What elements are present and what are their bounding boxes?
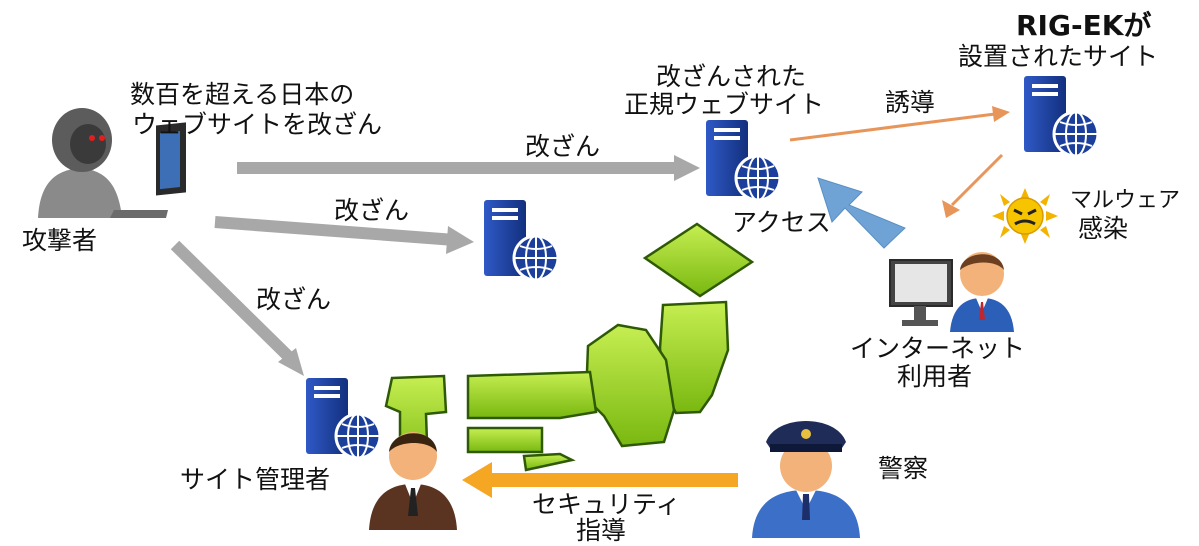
tamper-arrow-to-tampered-site (237, 155, 700, 181)
tamper-arrow-to-admin-server (170, 240, 304, 376)
web-server-globe-icon (306, 378, 382, 460)
security-guidance-label-line2: 指導 (576, 516, 627, 545)
site-admin-label: サイト管理者 (180, 465, 331, 494)
web-server-globe-icon (1024, 76, 1100, 158)
guidance-arrow (462, 462, 738, 498)
tamper-label-middle: 改ざん (334, 196, 410, 225)
malware-label-line1: マルウェア (1070, 188, 1181, 213)
malware-label-line2: 感染 (1078, 214, 1129, 243)
internet-user-label-line1: インターネット (850, 334, 1026, 363)
tamper-arrow-to-middle-server (214, 216, 474, 254)
web-server-globe-icon (706, 120, 782, 202)
web-server-globe-icon (484, 200, 560, 282)
attacker-desc-line2: ウェブサイトを改ざん (132, 110, 383, 139)
redirect-label: 誘導 (885, 88, 936, 117)
user-at-computer-icon (889, 252, 1014, 332)
attacker-label: 攻撃者 (22, 226, 98, 255)
rig-ek-site-title: RIG-EKが (1016, 9, 1152, 42)
tampered-site-label-line1: 改ざんされた (656, 62, 807, 91)
hooded-hacker-icon (38, 108, 186, 218)
attacker-desc-line1: 数百を超える日本の (130, 80, 355, 109)
tamper-label-top: 改ざん (525, 132, 601, 161)
security-guidance-label-line1: セキュリティ (532, 490, 681, 519)
tampered-site-label-line2: 正規ウェブサイト (624, 90, 825, 119)
business-man-icon (369, 432, 457, 530)
angry-sun-virus-icon (992, 188, 1058, 244)
infection-arrow (942, 153, 1004, 218)
tamper-label-bottom: 改ざん (256, 285, 332, 314)
rig-ek-site-sub: 設置されたサイト (958, 42, 1159, 71)
police-label: 警察 (878, 454, 929, 483)
redirect-arrow (789, 106, 1010, 142)
access-arrow (817, 177, 906, 249)
internet-user-label-line2: 利用者 (897, 362, 973, 391)
access-label: アクセス (732, 208, 831, 237)
police-officer-icon (752, 421, 860, 538)
